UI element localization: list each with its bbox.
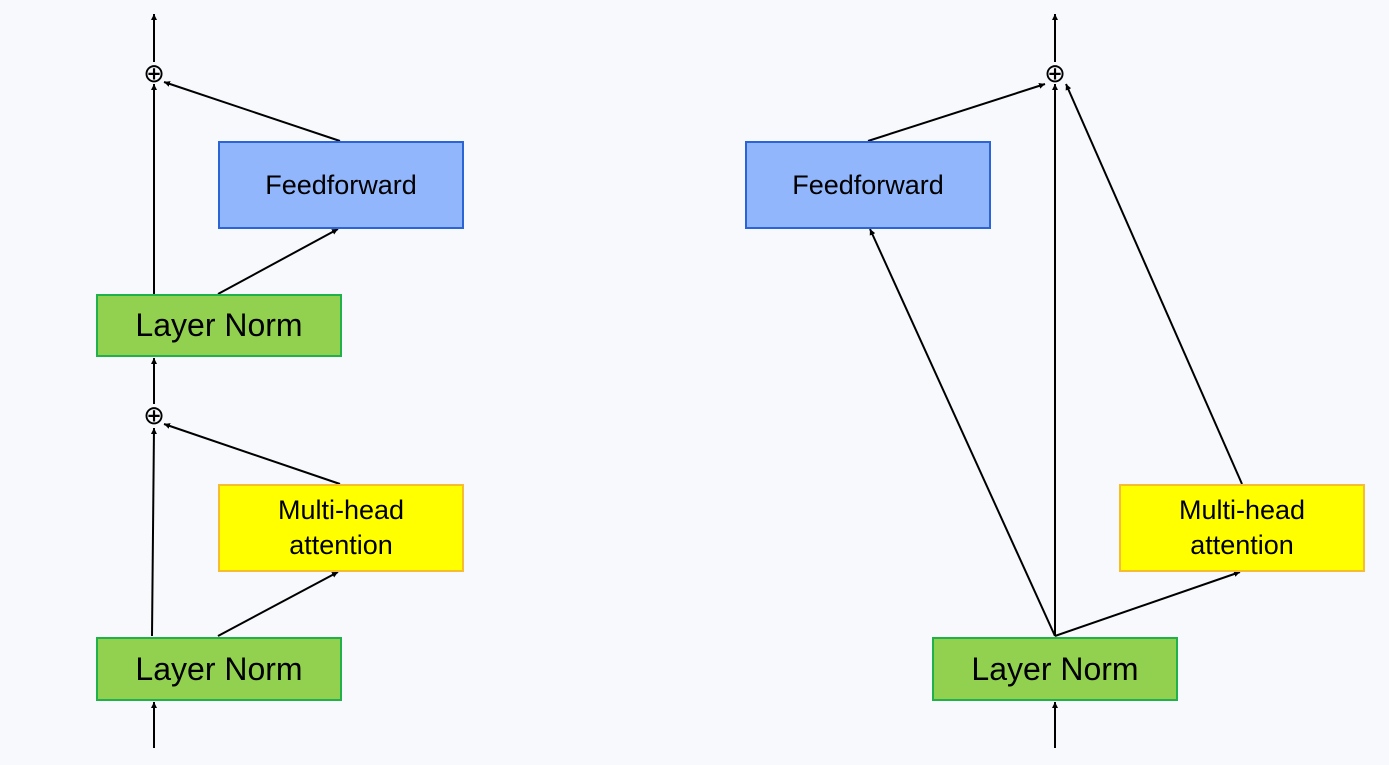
left-ln-to-feedforward-arrow: [217, 228, 339, 295]
right-ln-to-attention-arrow: [1054, 571, 1241, 637]
right-attention-to-add-arrow: [1065, 83, 1243, 485]
left-attention-box: Multi-head attention: [218, 484, 464, 572]
right-feedforward-box: Feedforward: [745, 141, 991, 229]
right-add-node: ⊕: [1044, 59, 1066, 89]
left-add-node-bottom: ⊕: [143, 401, 165, 431]
right-attention-label-line1: Multi-head: [1178, 494, 1306, 525]
left-feedforward-box: Feedforward: [218, 141, 464, 229]
left-ln-to-attention-arrow: [217, 571, 339, 637]
left-residual-arrow-1: [150, 427, 157, 637]
right-layer-norm-box: Layer Norm: [932, 637, 1178, 701]
right-attention-label-line2: attention: [1190, 530, 1294, 560]
left-layer-norm-top-box: Layer Norm: [96, 294, 342, 357]
left-attention-to-add-arrow: [163, 423, 341, 485]
right-attention-box: Multi-head attention: [1119, 484, 1365, 572]
right-ln-to-feedforward-arrow: [869, 228, 1056, 637]
left-attention-label-line2: attention: [289, 530, 393, 560]
left-attention-label-line1: Multi-head: [277, 494, 405, 525]
right-feedforward-to-add-arrow: [867, 82, 1046, 142]
left-feedforward-to-add-arrow: [163, 81, 341, 142]
left-add-node-top: ⊕: [143, 59, 165, 89]
left-layer-norm-bottom-box: Layer Norm: [96, 637, 342, 701]
